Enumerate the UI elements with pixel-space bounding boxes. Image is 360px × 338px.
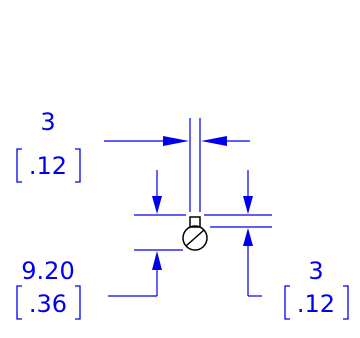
circle-slash (185, 229, 205, 247)
offset-metric: 9.20 (21, 257, 74, 285)
square-height-metric: 3 (308, 257, 323, 285)
round-pad (182, 225, 208, 251)
arrow-offset-down (152, 196, 162, 214)
arrow-square-down (243, 196, 253, 214)
arrow-top-left (163, 136, 189, 146)
bracket-offset-open (16, 285, 22, 320)
arrow-square-up (243, 228, 253, 246)
offset-imperial: .36 (29, 290, 67, 318)
bracket-top-close (75, 148, 81, 183)
dimension-labels: 3 .12 9.20 .36 3 .12 (21, 108, 335, 318)
bracket-square-open (284, 285, 290, 320)
part-geometry (182, 216, 208, 251)
bracket-offset-close (75, 285, 81, 320)
square-height-imperial: .12 (297, 290, 335, 318)
arrow-offset-up (152, 251, 162, 270)
arrow-top-right (201, 136, 227, 146)
top-width-metric: 3 (40, 108, 55, 136)
bracket-top-open (16, 148, 22, 183)
bracket-square-close (343, 285, 349, 320)
top-width-imperial: .12 (29, 152, 67, 180)
square-pad (189, 216, 201, 228)
imperial-brackets (16, 148, 349, 320)
arrowheads (152, 136, 253, 270)
